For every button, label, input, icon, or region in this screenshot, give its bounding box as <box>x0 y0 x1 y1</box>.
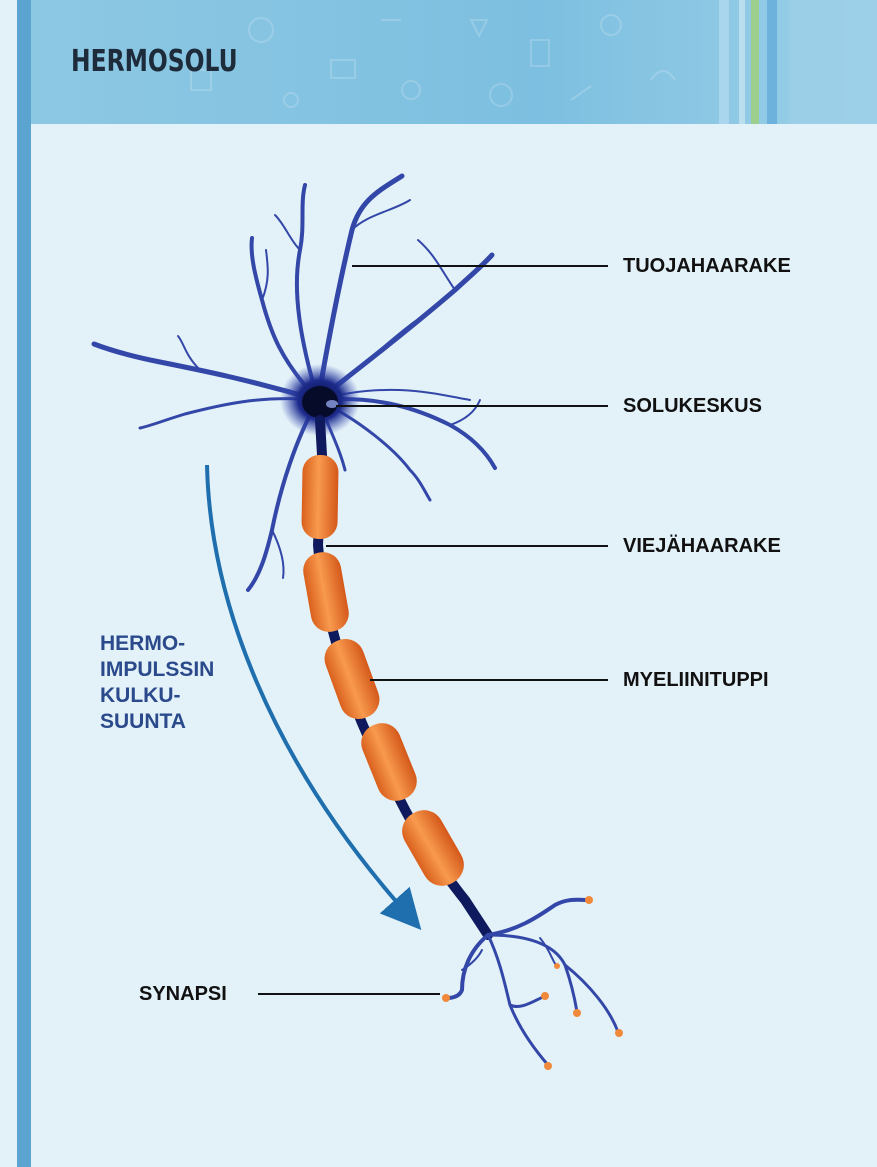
label-dendrite: TUOJAHAARAKE <box>623 255 791 278</box>
myelin-sheath <box>300 455 471 893</box>
impulse-line-1: HERMO- <box>100 631 214 657</box>
label-synapse: SYNAPSI <box>139 983 227 1006</box>
label-axon: VIEJÄHAARAKE <box>623 535 781 558</box>
axon-terminals <box>447 900 618 1065</box>
label-myelin: MYELIINITUPPI <box>623 669 769 692</box>
label-cell-body: SOLUKESKUS <box>623 395 762 418</box>
impulse-line-2: IMPULSSIN <box>100 657 214 683</box>
impulse-line-3: KULKU- <box>100 683 214 709</box>
impulse-direction-label: HERMO- IMPULSSIN KULKU- SUUNTA <box>100 631 214 735</box>
impulse-line-4: SUUNTA <box>100 709 214 735</box>
